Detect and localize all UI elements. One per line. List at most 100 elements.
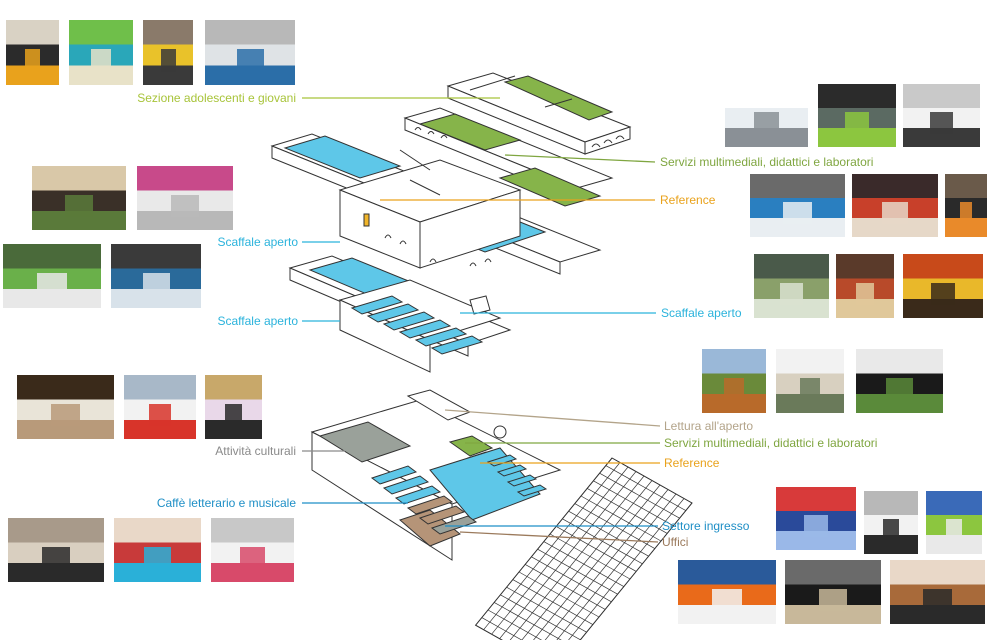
shelf-bay (350, 295, 404, 315)
photo-accent (931, 282, 955, 306)
photo-green-roof (856, 349, 943, 413)
photo-accent (799, 377, 821, 401)
shelf-bay (366, 303, 420, 323)
photo-accent (959, 202, 973, 225)
photo-desk-workspace (903, 84, 980, 147)
photo-yellow-armchairs (903, 254, 983, 318)
photo-teal-room (69, 20, 133, 85)
photo-accent (142, 272, 170, 296)
partition-strip (506, 474, 538, 487)
leader-line (504, 154, 656, 163)
zone-open-shelf-blue-1 (283, 135, 402, 179)
photo-patio-tables (776, 349, 844, 413)
zone-culture-grey (318, 421, 412, 463)
photo-accent (236, 49, 264, 72)
photo-accent (783, 202, 812, 225)
photo-gallery-red-sofa (124, 375, 196, 439)
photo-accent (882, 519, 900, 542)
photo-wood-ceiling-lounge (890, 560, 985, 624)
partition-strip (370, 465, 418, 485)
photo-atrium-trees (754, 254, 829, 318)
leader-lines (302, 97, 661, 543)
photo-yellow-wall (143, 20, 193, 85)
label-scaffale-left-1: Scaffale aperto (217, 235, 298, 249)
photo-red-cafe (114, 518, 201, 582)
partition-strip (430, 515, 478, 535)
photo-accent (754, 112, 779, 135)
label-servizi-top: Servizi multimediali, didattici e labora… (660, 155, 874, 169)
photo-orange-chairs-dark (945, 174, 987, 237)
shelf-bay (430, 335, 484, 355)
photo-blue-glass-atrium (776, 487, 856, 550)
photo-accent (50, 403, 81, 427)
floor-first (288, 255, 512, 373)
label-settore-ingresso: Settore ingresso (662, 519, 750, 533)
photo-accent (804, 515, 828, 538)
photo-dark-hall-crowd (785, 560, 881, 624)
label-servizi-bottom: Servizi multimediali, didattici e labora… (664, 436, 878, 450)
photo-exhibit-wall (205, 375, 262, 439)
partition-strip (394, 485, 442, 505)
photo-accent (923, 588, 952, 612)
photo-red-shelves (836, 254, 894, 318)
floor-second-wing (403, 107, 614, 207)
shelf-bay (398, 319, 452, 339)
zone-entrance-blue (429, 447, 541, 521)
photo-accent (780, 282, 803, 306)
photo-accent (64, 194, 94, 218)
label-reference-top: Reference (660, 193, 716, 207)
floor-ground (310, 389, 562, 561)
photo-accent (929, 112, 954, 135)
photo-pink-cafe (211, 518, 294, 582)
leader-line (444, 409, 661, 427)
photo-accent (37, 272, 67, 296)
photo-bookshelves-dark (32, 166, 126, 230)
door-yellow (363, 213, 370, 227)
zone-multimedia-green-ground (448, 435, 494, 457)
photo-accent (144, 546, 171, 570)
partition-strip (382, 475, 430, 495)
partition-strip (418, 505, 466, 525)
photo-white-curve-desk (864, 491, 918, 554)
photo-orange-wall-reader (678, 560, 776, 624)
leader-line (459, 531, 659, 543)
photo-blue-terminals (750, 174, 845, 237)
photo-green-computers (818, 84, 896, 147)
photo-accent (945, 519, 963, 542)
photo-accent (886, 377, 913, 401)
photo-green-corridor (3, 244, 101, 308)
partition-strip (496, 464, 528, 477)
photo-garden-building (702, 349, 766, 413)
photo-accent (712, 588, 742, 612)
photo-accent (818, 588, 848, 612)
photo-accent (170, 194, 200, 218)
photo-auditorium (17, 375, 114, 439)
label-caffe-letterario: Caffè letterario e musicale (156, 496, 296, 510)
photo-accent (24, 49, 41, 72)
photo-accent (882, 202, 908, 225)
label-lettura-aperto: Lettura all'aperto (664, 419, 754, 433)
shelf-bay (414, 327, 468, 347)
photo-accent (240, 546, 265, 570)
partition-strip (516, 484, 548, 497)
ground-partitions (370, 454, 548, 535)
photo-accent (160, 49, 176, 72)
photo-blue-shelving (111, 244, 201, 308)
shelf-bay (382, 311, 436, 331)
photo-white-lounge (725, 84, 808, 147)
zone-teen-green (503, 75, 614, 121)
label-reference-bottom: Reference (664, 456, 720, 470)
floor-second-main (270, 133, 602, 275)
photo-accent (149, 403, 171, 427)
photo-accent (91, 49, 111, 72)
label-sezione-adolescenti: Sezione adolescenti e giovani (137, 91, 296, 105)
photo-red-pods (852, 174, 938, 237)
floor-top (446, 72, 632, 155)
photo-accent (724, 377, 744, 401)
photo-accent (845, 112, 869, 135)
outdoor-courtyard-grid (474, 457, 693, 640)
partition-strip (406, 495, 454, 515)
label-scaffale-left-2: Scaffale aperto (217, 314, 298, 328)
